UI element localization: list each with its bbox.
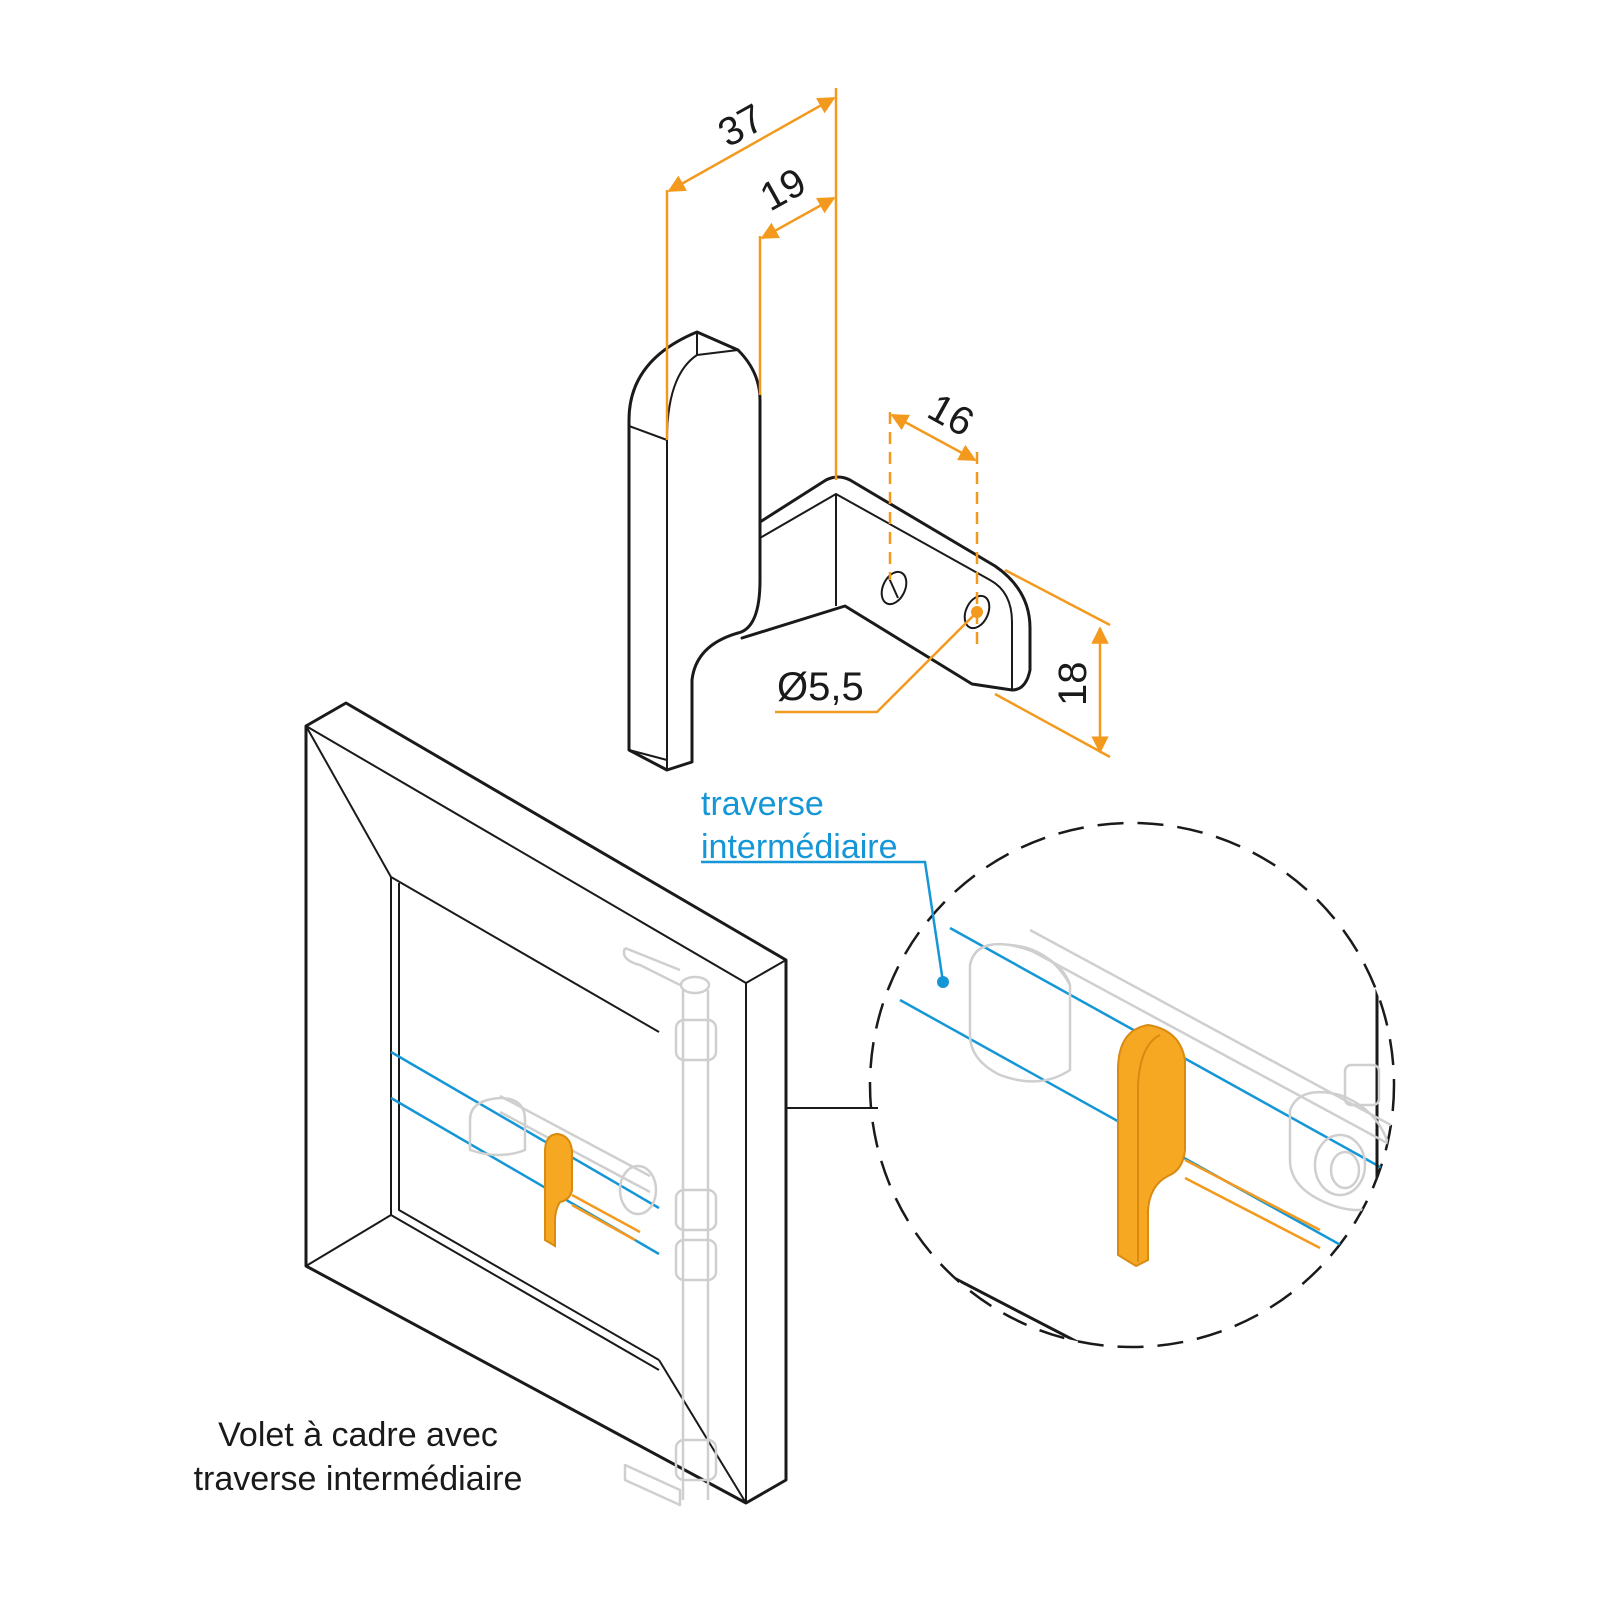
zoom-detail: [868, 821, 1396, 1349]
handle-zoom-highlight: [1117, 1023, 1186, 1268]
screw-hole-2: [963, 594, 991, 630]
dimension-lines: [665, 88, 1111, 759]
caption-line-2: traverse intermédiaire: [194, 1460, 523, 1498]
dimension-18: 18: [1051, 662, 1095, 707]
handle-small-highlight: [544, 1132, 573, 1248]
callout-line-2: intermédiaire: [701, 828, 898, 866]
shutter-frame: [304, 701, 878, 1507]
caption-line-1: Volet à cadre avec: [218, 1416, 498, 1454]
dimension-hole-diameter: Ø5,5: [777, 665, 864, 709]
callout-line-1: traverse: [701, 785, 824, 823]
crossbar-callout: [701, 860, 949, 988]
dimension-37: 37: [711, 96, 771, 156]
screw-hole-1: [880, 570, 908, 606]
dimension-19: 19: [753, 160, 813, 220]
